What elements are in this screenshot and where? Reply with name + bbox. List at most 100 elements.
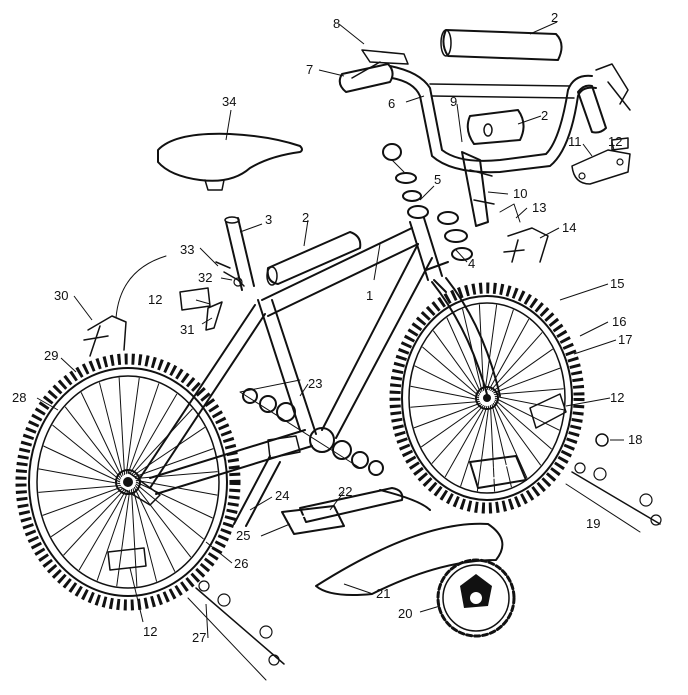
pedal-left (281, 505, 345, 535)
callout-11: 11 (568, 134, 582, 149)
spoke (132, 426, 206, 477)
callout-27: 27 (192, 630, 206, 645)
callout-21: 21 (376, 586, 390, 601)
front-axle-set (565, 462, 662, 533)
spoke (494, 388, 564, 396)
callout-leaders (36, 21, 624, 639)
front-fork (425, 261, 501, 399)
callout-33: 33 (180, 242, 194, 257)
spoke (492, 402, 528, 479)
callout-30: 30 (54, 288, 68, 303)
spoke (63, 488, 125, 556)
front-caliper-brake (499, 203, 549, 263)
bottom-bracket (239, 379, 384, 476)
callout-15: 15 (610, 276, 624, 291)
spoke (413, 402, 481, 429)
callout-14: 14 (562, 220, 576, 235)
callout-12-bracket: 12 (608, 134, 622, 149)
callout-10: 10 (513, 186, 527, 201)
callout-6: 6 (388, 96, 395, 111)
spoke (130, 489, 138, 587)
crank (299, 487, 431, 523)
spoke (38, 484, 121, 493)
callout-28: 28 (12, 390, 26, 405)
spoke (64, 406, 122, 479)
callout-25: 25 (236, 528, 250, 543)
spoke (98, 382, 124, 476)
spoke (494, 397, 560, 431)
brake-lever-left (351, 49, 409, 79)
spoke (135, 471, 218, 480)
spoke (50, 487, 124, 538)
callout-26: 26 (234, 556, 248, 571)
callout-5: 5 (434, 172, 441, 187)
callout-2-stem-pad: 2 (541, 108, 548, 123)
spoke (484, 304, 498, 391)
callout-12-seat: 12 (148, 292, 162, 307)
callout-3: 3 (265, 212, 272, 227)
spoke (127, 383, 160, 475)
spoke (38, 468, 121, 485)
spoke (432, 330, 481, 395)
brake-lever-right (595, 63, 631, 111)
top-tube-pad (266, 231, 362, 286)
callout-7: 7 (306, 62, 313, 77)
rear-wheel (15, 353, 241, 611)
callout-16: 16 (612, 314, 626, 329)
stem (461, 151, 495, 227)
callout-19: 19 (586, 516, 600, 531)
spoke (444, 405, 486, 478)
spoke (116, 489, 131, 587)
spoke (494, 399, 552, 450)
spoke (414, 365, 480, 399)
spoke (493, 401, 542, 466)
spoke (420, 403, 483, 448)
spoke (478, 304, 485, 391)
spoke (491, 404, 512, 488)
spoke (125, 377, 140, 475)
spoke (410, 400, 480, 408)
callout-24: 24 (275, 488, 289, 503)
rear-wheel-spokes (38, 377, 218, 587)
spoke (135, 483, 204, 540)
spoke (118, 377, 126, 475)
callout-17: 17 (618, 332, 632, 347)
pedal-right (469, 455, 527, 489)
reflector-pedal-rear (107, 547, 147, 571)
spoke (476, 405, 490, 492)
spoke (131, 408, 193, 476)
spoke (489, 405, 496, 492)
spoke (493, 367, 561, 394)
frame (121, 217, 443, 506)
callout-12-rear: 12 (143, 624, 157, 639)
chain-guard (315, 522, 504, 596)
kickstand (233, 435, 301, 527)
spoke (494, 395, 564, 411)
callout-20: 20 (398, 606, 412, 621)
callout-12-front: 12 (610, 390, 624, 405)
spoke (460, 405, 488, 487)
handlebar (389, 65, 597, 174)
small-nut (595, 433, 609, 447)
reflector-small (611, 137, 629, 151)
grip-left (338, 63, 394, 93)
spoke (490, 332, 543, 392)
spoke (422, 346, 480, 397)
spoke (78, 489, 127, 571)
rear-axle-set (187, 580, 285, 681)
stem-pad (466, 109, 525, 145)
callout-2-bar-pad: 2 (551, 10, 558, 25)
callout-1: 1 (366, 288, 373, 303)
front-wheel (389, 282, 585, 514)
rear-caliper-brake (83, 255, 167, 357)
callout-13: 13 (532, 200, 546, 215)
callout-labels: 1 2 2 2 3 4 5 6 7 8 9 10 11 12 12 12 12 … (12, 10, 642, 645)
grip-right (577, 84, 607, 134)
spoke (43, 445, 121, 483)
callout-23: 23 (308, 376, 322, 391)
callout-22: 22 (338, 484, 352, 499)
spoke (134, 485, 192, 558)
spoke (133, 486, 176, 572)
callout-29: 29 (44, 348, 58, 363)
